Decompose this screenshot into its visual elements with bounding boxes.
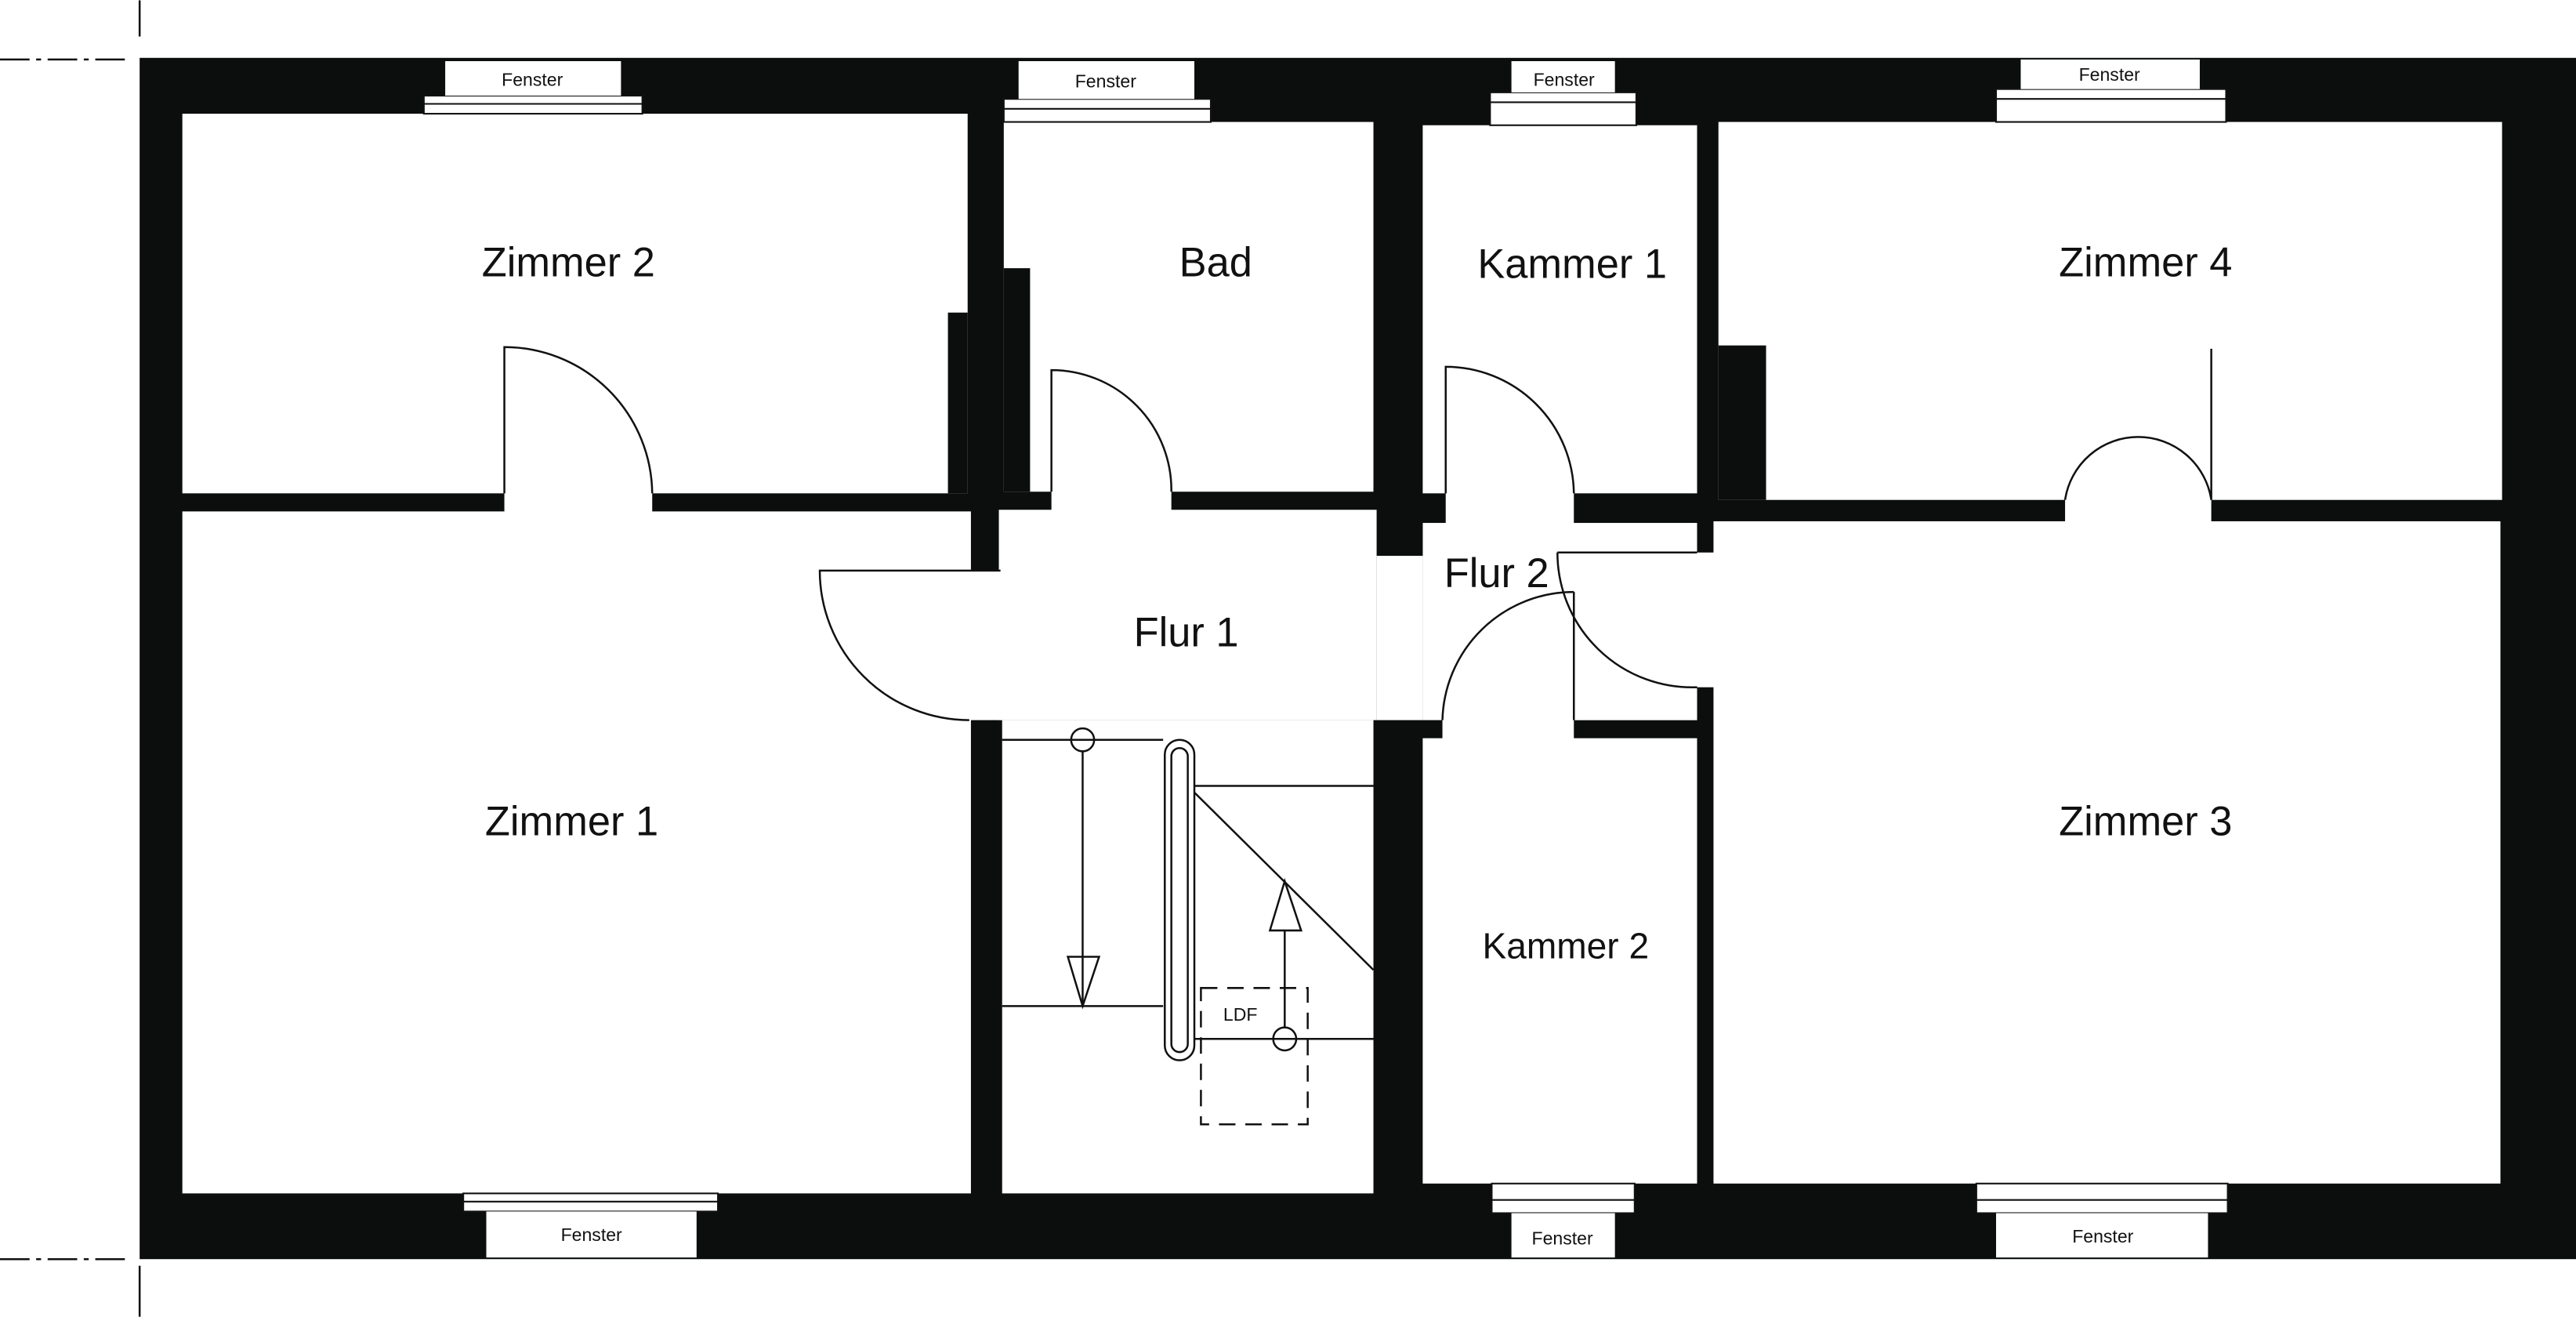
room-label-zimmer-4: Zimmer 4 bbox=[2059, 241, 2232, 286]
window-label: Fenster bbox=[2072, 1226, 2133, 1246]
room-label-kammer-1: Kammer 1 bbox=[1477, 242, 1667, 288]
room-label-zimmer-3: Zimmer 3 bbox=[2059, 799, 2232, 844]
doors bbox=[503, 346, 2212, 721]
margin-marks bbox=[0, 0, 141, 1317]
room-label-kammer-2: Kammer 2 bbox=[1482, 926, 1649, 967]
window-label: Fenster bbox=[1532, 1228, 1593, 1248]
windows bbox=[422, 59, 2229, 1258]
room-label-zimmer-1: Zimmer 1 bbox=[485, 799, 658, 844]
window-label: Fenster bbox=[502, 69, 563, 89]
floors bbox=[182, 114, 2502, 1194]
room-label-zimmer-2: Zimmer 2 bbox=[482, 241, 655, 286]
room-label-flur-2: Flur 2 bbox=[1444, 551, 1549, 597]
room-label-flur-1: Flur 1 bbox=[1134, 610, 1239, 655]
ldf-label: LDF bbox=[1223, 1004, 1258, 1025]
window-label: Fenster bbox=[561, 1224, 622, 1245]
staircase bbox=[1002, 727, 1375, 1126]
room-label-bad: Bad bbox=[1179, 241, 1252, 286]
window-label: Fenster bbox=[1534, 69, 1595, 89]
window-label: Fenster bbox=[1075, 71, 1136, 92]
window-label: Fenster bbox=[2079, 64, 2140, 85]
wall-notches bbox=[947, 268, 1766, 556]
